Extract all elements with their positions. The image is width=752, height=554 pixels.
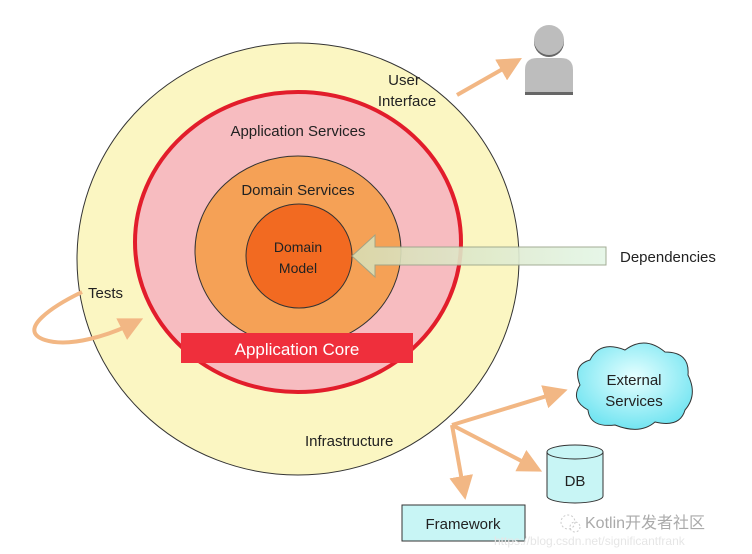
- dependencies-label: Dependencies: [620, 249, 716, 266]
- tests-loop-arrow: [32, 290, 144, 345]
- watermark-url: https://blog.csdn.net/significantfrank: [494, 534, 686, 548]
- dependencies-arrow: [351, 233, 607, 279]
- db-arrow: [451, 423, 543, 472]
- db-label: DB: [565, 473, 586, 490]
- application-core-bar: [181, 333, 413, 363]
- watermark-text: Kotlin开发者社区: [585, 514, 705, 532]
- user-interface-arrow: [456, 58, 522, 97]
- user-icon: [525, 25, 573, 95]
- wechat-icon: [560, 514, 581, 533]
- external-services-label: External: [606, 372, 661, 389]
- external-services-arrow: [451, 385, 568, 427]
- framework-label: Framework: [425, 516, 501, 533]
- domain-model-label-2: Model: [279, 260, 317, 276]
- infrastructure-label: Infrastructure: [305, 433, 393, 450]
- domain-services-label: Domain Services: [241, 182, 354, 199]
- application-services-label: Application Services: [230, 123, 365, 140]
- user-interface-label: User: [388, 72, 420, 89]
- domain-model-label: Domain: [274, 239, 322, 255]
- external-services-cloud: [575, 342, 693, 430]
- framework-box: [401, 504, 526, 542]
- db-cylinder: [546, 444, 604, 504]
- application-core-label: Application Core: [235, 340, 360, 359]
- tests-label: Tests: [88, 285, 123, 302]
- user-interface-label-2: Interface: [378, 93, 436, 110]
- domain-model-layer: [245, 203, 353, 309]
- framework-arrow: [449, 424, 473, 500]
- external-services-label-2: Services: [605, 393, 663, 410]
